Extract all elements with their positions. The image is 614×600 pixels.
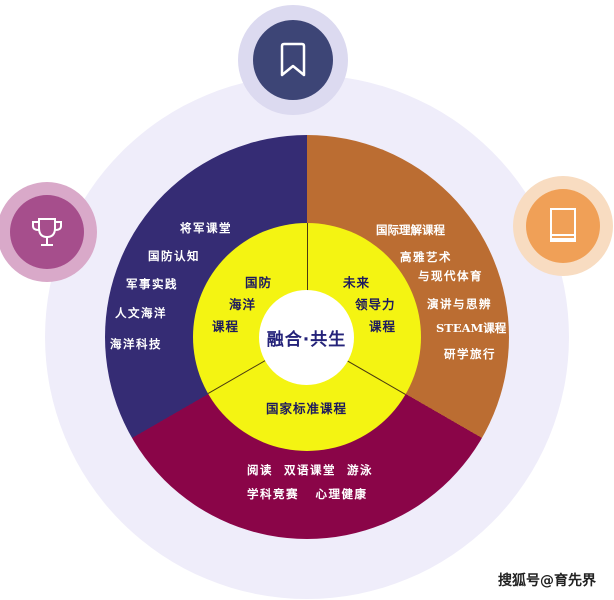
book-icon (550, 208, 576, 242)
orange-item-2: 高雅艺术 (400, 250, 452, 264)
inner-leadership-line-3: 课程 (369, 319, 397, 334)
inner-defense-line-3: 课程 (212, 319, 240, 334)
center-title: 融合·共生 (266, 330, 347, 350)
inner-defense-line-2: 海洋 (229, 297, 257, 312)
inner-leadership-line-2: 领导力 (355, 297, 396, 312)
navy-item-4: 人文海洋 (115, 306, 167, 320)
maroon-line-2: 学科竞赛 心理健康 (247, 487, 368, 501)
inner-defense-line-1: 国防 (245, 275, 273, 290)
inner-label-defense: 国防 海洋 课程 (212, 272, 282, 338)
orange-item-5: STEAM课程 (436, 321, 507, 335)
orange-item-6: 研学旅行 (444, 347, 496, 361)
navy-item-3: 军事实践 (126, 277, 178, 291)
book-badge (526, 189, 600, 263)
orange-item-4: 演讲与思辨 (427, 297, 492, 311)
bookmark-badge (253, 20, 333, 100)
inner-label-leadership: 未来 领导力 课程 (342, 272, 422, 338)
bookmark-icon (280, 42, 306, 77)
watermark: 搜狐号@育先界 (498, 573, 596, 589)
trophy-icon (32, 218, 62, 246)
inner-label-national: 国家标准课程 (266, 401, 348, 416)
inner-leadership-line-1: 未来 (343, 275, 371, 290)
trophy-badge (10, 195, 84, 269)
divider-top (307, 223, 308, 337)
navy-item-2: 国防认知 (148, 249, 200, 263)
orange-item-3: 与现代体育 (418, 269, 483, 283)
navy-item-1: 将军课堂 (180, 221, 232, 235)
orange-item-1: 国际理解课程 (376, 223, 445, 237)
center-circle: 融合·共生 (259, 290, 354, 385)
navy-item-5: 海洋科技 (110, 337, 162, 351)
maroon-line-1: 阅读 双语课堂 游泳 (247, 463, 374, 477)
